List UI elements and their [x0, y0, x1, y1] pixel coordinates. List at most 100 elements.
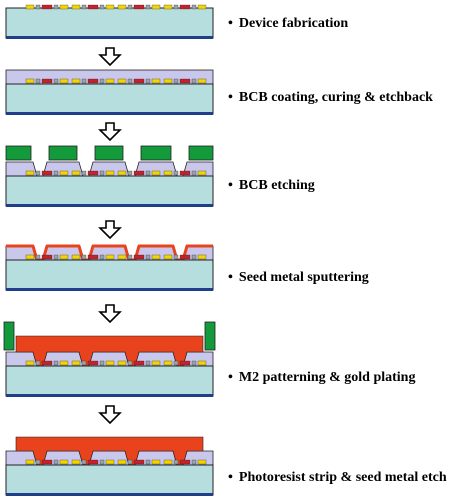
gold-pad: [25, 4, 35, 10]
electrode: [81, 254, 87, 260]
gold-pad: [71, 254, 81, 260]
gold-pad: [163, 459, 173, 465]
metal-contact: [179, 254, 191, 260]
gold-pad: [105, 170, 115, 176]
electrode: [53, 360, 59, 366]
electrode: [53, 254, 59, 260]
photoresist-block: [188, 145, 214, 161]
step-label-5: • M2 patterning & gold plating: [228, 370, 415, 386]
down-arrow-icon: [98, 405, 122, 425]
metal-contact: [41, 254, 53, 260]
substrate-base: [6, 36, 213, 39]
gold-pad: [25, 170, 35, 176]
step-label-4: •Seed metal sputtering: [228, 270, 369, 286]
gold-pad: [151, 170, 161, 176]
electrode: [53, 459, 59, 465]
electrode: [81, 170, 87, 176]
step-label-text: BCB etching: [238, 178, 315, 193]
gold-pad: [25, 459, 35, 465]
photoresist-block: [5, 145, 32, 161]
electrode: [35, 78, 41, 84]
electrode: [127, 78, 133, 84]
step-2-bcb-coating: [5, 69, 214, 115]
gold-pad: [71, 78, 81, 84]
electrode: [191, 360, 197, 366]
photoresist-block: [48, 145, 78, 161]
gold-pad: [25, 254, 35, 260]
electrode: [173, 254, 179, 260]
electrode: [191, 78, 197, 84]
electrode: [145, 459, 151, 465]
electrode: [145, 4, 151, 10]
electrode: [53, 170, 59, 176]
gold-pad: [25, 360, 35, 366]
metal-contact: [179, 360, 191, 366]
bullet-icon: •: [228, 470, 233, 485]
electrode: [191, 4, 197, 10]
electrode: [35, 459, 41, 465]
gold-pad: [163, 170, 173, 176]
electrode: [173, 459, 179, 465]
substrate-base: [6, 288, 213, 291]
photoresist-block: [3, 321, 15, 351]
substrate: [5, 365, 214, 397]
electrode: [145, 170, 151, 176]
electrode: [99, 4, 105, 10]
step-label-text: Device fabrication: [238, 16, 349, 31]
step-label-2: •BCB coating, curing & etchback: [228, 90, 433, 106]
electrode: [173, 360, 179, 366]
gold-pad: [117, 4, 127, 10]
gold-pad: [163, 78, 173, 84]
photoresist-block: [140, 145, 172, 161]
metal-contact: [41, 459, 53, 465]
gold-pad: [197, 170, 207, 176]
photoresist-block: [204, 321, 216, 351]
metal-contact: [133, 170, 145, 176]
gold-pad: [163, 4, 173, 10]
down-arrow-icon: [98, 220, 122, 240]
electrode: [127, 254, 133, 260]
down-arrow-icon: [98, 122, 122, 142]
electrode: [99, 254, 105, 260]
down-arrow-icon: [98, 47, 122, 67]
electrode: [81, 4, 87, 10]
electrode: [81, 360, 87, 366]
step-5-m2-patterning: [3, 321, 216, 397]
gold-pad: [197, 4, 207, 10]
gold-pad: [105, 78, 115, 84]
gold-pad: [59, 254, 69, 260]
metal-contact: [179, 170, 191, 176]
electrode: [53, 4, 59, 10]
electrode: [173, 78, 179, 84]
step-6-photoresist-strip: [5, 436, 214, 496]
electrode: [99, 459, 105, 465]
gold-pad: [117, 360, 127, 366]
metal-contact: [87, 170, 99, 176]
gold-pad: [71, 459, 81, 465]
electrode: [191, 170, 197, 176]
bullet-icon: •: [228, 16, 233, 31]
metal-contact: [87, 459, 99, 465]
gold-pad: [197, 78, 207, 84]
electrode: [99, 170, 105, 176]
down-arrow-icon: [98, 304, 122, 324]
bullet-icon: •: [228, 370, 233, 385]
photoresist-block: [94, 145, 124, 161]
bullet-icon: •: [228, 178, 233, 193]
step-label-text: Photoresist strip & seed metal etch: [238, 470, 447, 485]
step-label-text: BCB coating, curing & etchback: [238, 90, 433, 105]
gold-pad: [105, 459, 115, 465]
step-3-bcb-etching: [5, 145, 214, 207]
step-label-text: M2 patterning & gold plating: [238, 370, 416, 385]
gold-pad: [117, 254, 127, 260]
gold-pad: [163, 360, 173, 366]
metal-contact: [133, 459, 145, 465]
gold-pad: [151, 254, 161, 260]
substrate: [5, 464, 214, 496]
electrode: [35, 360, 41, 366]
electrode: [81, 459, 87, 465]
metal-contact: [133, 360, 145, 366]
metal-contact: [179, 4, 191, 10]
gold-pad: [71, 4, 81, 10]
